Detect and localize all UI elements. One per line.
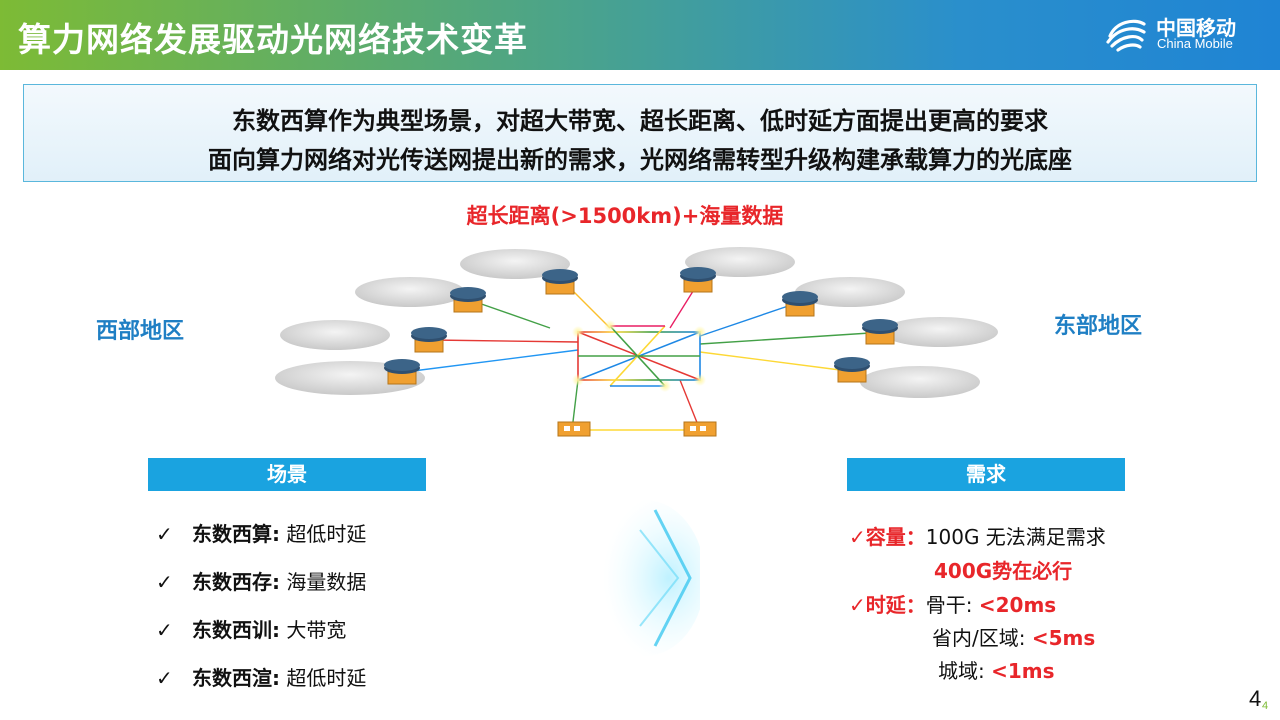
china-mobile-logo-icon: [1106, 19, 1146, 52]
router-icon: [834, 357, 870, 383]
router-icon: [680, 267, 716, 293]
scene-item-value: 海量数据: [280, 570, 367, 594]
check-icon: ✓: [156, 618, 173, 642]
province-label: 省内/区域:: [932, 626, 1032, 650]
check-icon: ✓: [156, 522, 173, 546]
east-region-label: 东部地区: [1054, 314, 1143, 339]
capacity-note: 400G势在必行: [934, 559, 1073, 583]
switch-icon: [683, 421, 717, 437]
logo-text-en: China Mobile: [1157, 36, 1233, 51]
core-mesh: [572, 320, 706, 392]
check-icon: ✓: [156, 666, 173, 690]
scene-item: ✓ 东数西训: 大带宽: [156, 614, 346, 643]
check-icon: ✓: [156, 570, 173, 594]
backbone-value: <20ms: [978, 593, 1057, 617]
metro-row: 城域: <1ms: [938, 655, 1055, 684]
needs-header: 需求: [847, 458, 1125, 491]
west-region-label: 西部地区: [96, 319, 185, 344]
router-icon: [411, 327, 447, 353]
logo-text-cn: 中国移动: [1156, 16, 1236, 40]
page-title: 算力网络发展驱动光网络技术变革: [18, 20, 528, 59]
province-row: 省内/区域: <5ms: [932, 622, 1095, 651]
router-icon: [384, 359, 420, 385]
scene-item-value: 大带宽: [280, 618, 347, 642]
china-mobile-logo: 中国移动 China Mobile: [1104, 12, 1254, 58]
scene-item-value: 超低时延: [280, 666, 367, 690]
scene-item-key: 东数西算:: [192, 522, 280, 546]
backbone-label: 骨干:: [925, 593, 979, 617]
cloud-shapes: [275, 247, 998, 398]
capacity-row: ✓容量：100G 无法满足需求: [849, 521, 1106, 550]
router-icon: [542, 269, 578, 295]
router-icon: [862, 319, 898, 345]
banner-line-2: 面向算力网络对光传送网提出新的需求，光网络需转型升级构建承载算力的光底座: [208, 146, 1072, 174]
scene-item-key: 东数西存:: [192, 570, 280, 594]
title-bar: 算力网络发展驱动光网络技术变革 中国移动 China Mobile: [0, 0, 1280, 70]
metro-label: 城域:: [938, 659, 992, 683]
latency-row: ✓时延：骨干: <20ms: [849, 589, 1056, 618]
metro-value: <1ms: [991, 659, 1055, 683]
router-icons: [384, 267, 898, 437]
scene-item-key: 东数西渲:: [192, 666, 280, 690]
scene-item-key: 东数西训:: [192, 618, 280, 642]
diagram-headline: 超长距离(>1500km)+海量数据: [466, 204, 784, 228]
page-number-small: 4: [1262, 700, 1269, 712]
latency-label: ✓时延：: [849, 593, 926, 617]
province-value: <5ms: [1031, 626, 1096, 650]
arrow-glow-icon: [585, 500, 700, 656]
capacity-text: 100G 无法满足需求: [925, 525, 1106, 549]
router-icon: [782, 291, 818, 317]
router-icon: [450, 287, 486, 313]
scene-item-value: 超低时延: [280, 522, 367, 546]
scene-header: 场景: [148, 458, 426, 491]
page-number: 4: [1249, 686, 1262, 711]
summary-banner: 东数西算作为典型场景，对超大带宽、超长距离、低时延方面提出更高的要求 面向算力网…: [23, 84, 1257, 182]
scene-item: ✓ 东数西渲: 超低时延: [156, 662, 366, 691]
network-diagram: [275, 247, 998, 437]
capacity-label: ✓容量：: [849, 525, 926, 549]
switch-icon: [557, 421, 591, 437]
scene-item: ✓ 东数西存: 海量数据: [156, 566, 366, 595]
banner-line-1: 东数西算作为典型场景，对超大带宽、超长距离、低时延方面提出更高的要求: [232, 107, 1048, 135]
scene-item: ✓ 东数西算: 超低时延: [156, 518, 366, 547]
